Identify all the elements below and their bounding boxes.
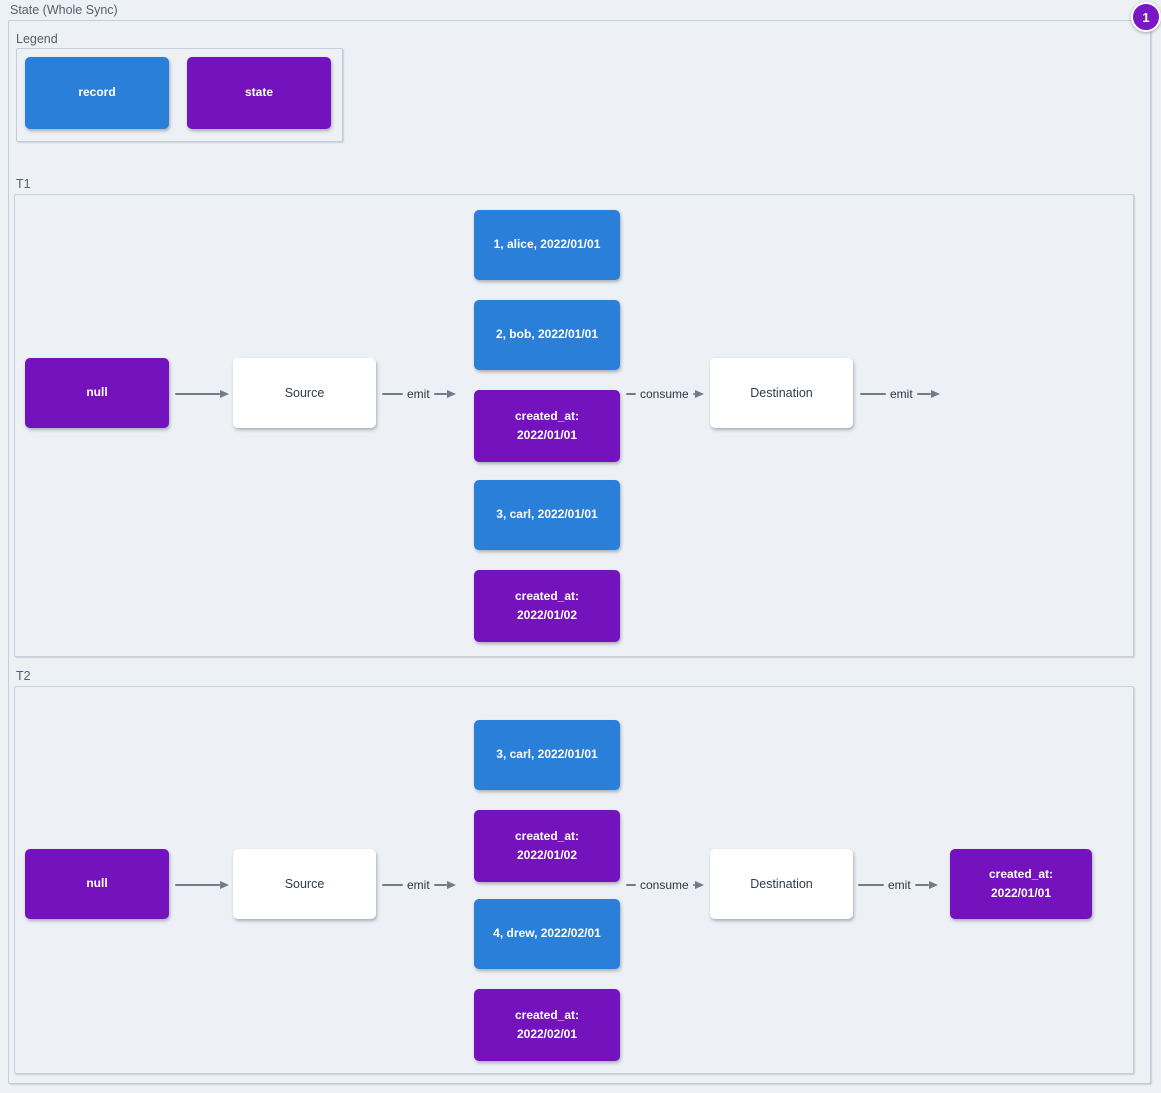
t1-arrow-null-to-source <box>175 390 229 398</box>
t1-stack-item: 3, carl, 2022/01/01 <box>474 480 620 550</box>
t1-destination-node: Destination <box>710 358 853 428</box>
arrow-line <box>692 392 695 396</box>
arrowhead-icon <box>446 390 456 398</box>
t2-destination-node: Destination <box>710 849 853 919</box>
t2-stack-item: created_at: 2022/02/01 <box>474 989 620 1061</box>
arrow-line <box>433 392 447 396</box>
t2-stack-item: created_at: 2022/01/02 <box>474 810 620 882</box>
arrowhead-icon <box>694 390 704 398</box>
t1-stack-item: 1, alice, 2022/01/01 <box>474 210 620 280</box>
section-t2-label: T2 <box>16 669 31 683</box>
consume-label: consume <box>640 387 689 401</box>
t2-arrow-null-to-source <box>175 881 229 889</box>
legend-item-state: state <box>187 57 331 129</box>
arrowhead-icon <box>694 881 704 889</box>
t2-emit-link: emit <box>382 878 456 892</box>
t1-emit-out-link: emit <box>860 387 940 401</box>
legend-label: Legend <box>16 32 58 46</box>
t2-stack-item: 3, carl, 2022/01/01 <box>474 720 620 790</box>
t2-emit-out-link: emit <box>858 878 938 892</box>
arrow-line <box>382 392 403 396</box>
legend-item-record: record <box>25 57 169 129</box>
arrow-line <box>858 883 884 887</box>
consume-label: consume <box>640 878 689 892</box>
arrowhead-icon <box>220 390 229 398</box>
arrow-line <box>175 883 220 887</box>
emit-label: emit <box>888 878 911 892</box>
t2-consume-link: consume <box>626 878 704 892</box>
arrowhead-icon <box>220 881 229 889</box>
arrowhead-icon <box>446 881 456 889</box>
t1-emit-link: emit <box>382 387 456 401</box>
t2-stack-item: 4, drew, 2022/02/01 <box>474 899 620 969</box>
t2-source-node: Source <box>233 849 376 919</box>
emit-label: emit <box>890 387 913 401</box>
t1-stack-item: created_at: 2022/01/01 <box>474 390 620 462</box>
emit-label: emit <box>407 387 430 401</box>
t1-stack-item: created_at: 2022/01/02 <box>474 570 620 642</box>
arrowhead-icon <box>930 390 940 398</box>
arrow-line <box>626 392 636 396</box>
section-t1-label: T1 <box>16 177 31 191</box>
arrow-line <box>382 883 403 887</box>
page-title: State (Whole Sync) <box>10 3 118 17</box>
arrow-line <box>626 883 636 887</box>
arrow-line <box>692 883 695 887</box>
arrow-line <box>916 392 931 396</box>
step-badge: 1 <box>1131 2 1161 32</box>
arrow-line <box>860 392 886 396</box>
t2-null-state-node: null <box>25 849 169 919</box>
t1-null-state-node: null <box>25 358 169 428</box>
t2-output-state-node: created_at: 2022/01/01 <box>950 849 1092 919</box>
t1-consume-link: consume <box>626 387 704 401</box>
emit-label: emit <box>407 878 430 892</box>
t1-source-node: Source <box>233 358 376 428</box>
arrowhead-icon <box>928 881 938 889</box>
arrow-line <box>175 392 220 396</box>
arrow-line <box>914 883 929 887</box>
t1-stack-item: 2, bob, 2022/01/01 <box>474 300 620 370</box>
arrow-line <box>433 883 447 887</box>
